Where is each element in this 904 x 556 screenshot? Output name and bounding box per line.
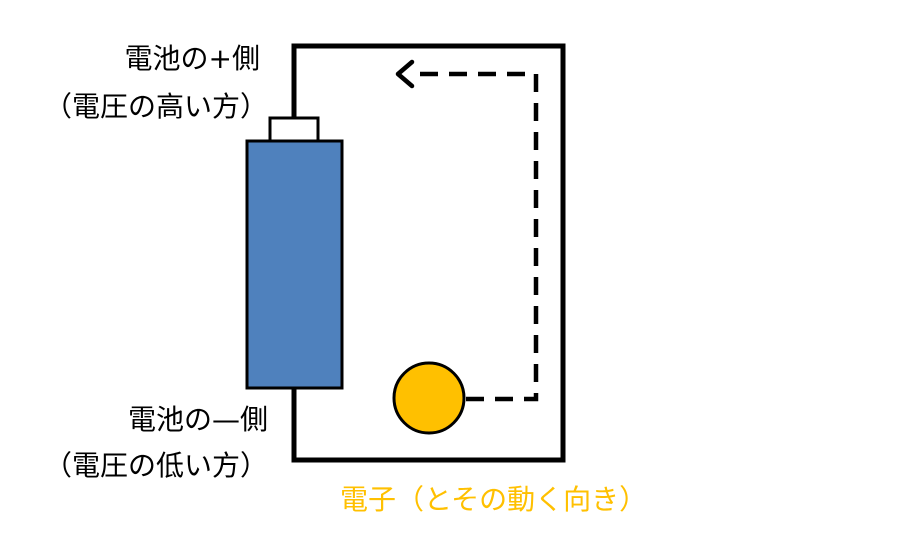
- minus-terminal-sublabel: （電圧の低い方）: [43, 449, 268, 482]
- dashed-arrow-left-icon: [395, 59, 415, 89]
- minus-terminal-label: 電池の—側: [127, 403, 268, 436]
- plus-terminal-label: 電池の+側: [124, 42, 260, 75]
- battery-positive-terminal: [268, 116, 320, 143]
- circuit-wire: [291, 43, 566, 463]
- battery-body: [245, 139, 344, 390]
- electron-path-dashed: [412, 71, 539, 402]
- electron-circle-icon: [392, 361, 466, 435]
- plus-terminal-sublabel: （電圧の高い方）: [43, 90, 268, 123]
- electron-label: 電子（とその動く向き）: [340, 483, 648, 516]
